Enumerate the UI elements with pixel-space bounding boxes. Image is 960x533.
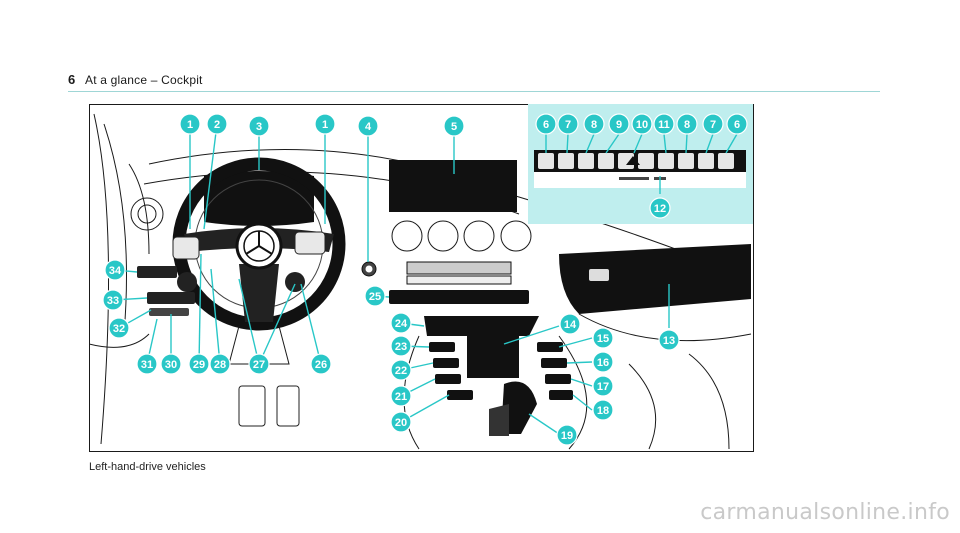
callout-8: 8 [583,113,605,135]
watermark: carmanualsonline.info [700,500,950,525]
callout-30: 30 [160,353,182,375]
callout-17: 17 [592,375,614,397]
callout-number: 23 [395,341,407,353]
callout-number: 6 [734,119,740,131]
callout-32: 32 [108,317,130,339]
callout-4: 4 [357,115,379,137]
callout-22: 22 [390,359,412,381]
callout-6: 6 [726,113,748,135]
callout-number: 1 [322,119,328,131]
callout-number: 28 [214,359,226,371]
callout-number: 32 [113,323,125,335]
callout-number: 1 [187,119,193,131]
callout-number: 8 [591,119,597,131]
page-title: At a glance – Cockpit [85,73,203,87]
callout-number: 25 [369,291,381,303]
callout-number: 7 [710,119,716,131]
callout-33: 33 [102,289,124,311]
callout-14: 14 [559,313,581,335]
callout-9: 9 [608,113,630,135]
callout-18: 18 [592,399,614,421]
callout-number: 27 [253,359,265,371]
callout-number: 11 [658,119,670,131]
callout-number: 24 [395,318,408,330]
callout-20: 20 [390,411,412,433]
callout-number: 21 [395,391,407,403]
callout-23: 23 [390,335,412,357]
callout-number: 2 [214,119,220,131]
callout-25: 25 [364,285,386,307]
callout-number: 8 [684,119,690,131]
callout-number: 4 [365,121,372,133]
callout-number: 3 [256,121,262,133]
callout-29: 29 [188,353,210,375]
callout-number: 5 [451,121,457,133]
callout-34: 34 [104,259,126,281]
callout-7: 7 [702,113,724,135]
callout-number: 20 [395,417,407,429]
callout-1: 1 [314,113,336,135]
callout-2: 2 [206,113,228,135]
figure-caption: Left-hand-drive vehicles [89,461,206,473]
callout-5: 5 [443,115,465,137]
callout-16: 16 [592,351,614,373]
callout-number: 16 [597,357,609,369]
callout-number: 14 [564,319,577,331]
callout-number: 15 [597,333,609,345]
callout-number: 10 [636,119,648,131]
callout-number: 13 [663,335,675,347]
callout-19: 19 [556,424,578,446]
callout-27: 27 [248,353,270,375]
callout-number: 34 [109,265,122,277]
callout-28: 28 [209,353,231,375]
callout-31: 31 [136,353,158,375]
callout-number: 19 [561,430,573,442]
callout-number: 31 [141,359,153,371]
cockpit-drawing: 1231456789101187612131415161718192021222… [89,104,754,452]
callout-10: 10 [631,113,653,135]
callout-number: 17 [597,381,609,393]
callout-number: 33 [107,295,119,307]
header-rule [68,91,880,92]
callout-7: 7 [557,113,579,135]
page-number: 6 [68,72,76,87]
page-header: 6 At a glance – Cockpit [68,72,880,92]
callout-3: 3 [248,115,270,137]
callout-12: 12 [649,197,671,219]
callout-number: 6 [543,119,549,131]
callout-6: 6 [535,113,557,135]
callout-number: 30 [165,359,177,371]
callout-number: 22 [395,365,407,377]
callout-11: 11 [653,113,675,135]
callout-13: 13 [658,329,680,351]
callout-number: 18 [597,405,609,417]
callout-24: 24 [390,312,412,334]
callout-1: 1 [179,113,201,135]
callout-26: 26 [310,353,332,375]
callout-number: 7 [565,119,571,131]
callout-number: 29 [193,359,205,371]
callout-8: 8 [676,113,698,135]
callout-number: 12 [654,203,666,215]
callout-21: 21 [390,385,412,407]
callout-15: 15 [592,327,614,349]
callout-number: 26 [315,359,327,371]
callout-number: 9 [616,119,622,131]
